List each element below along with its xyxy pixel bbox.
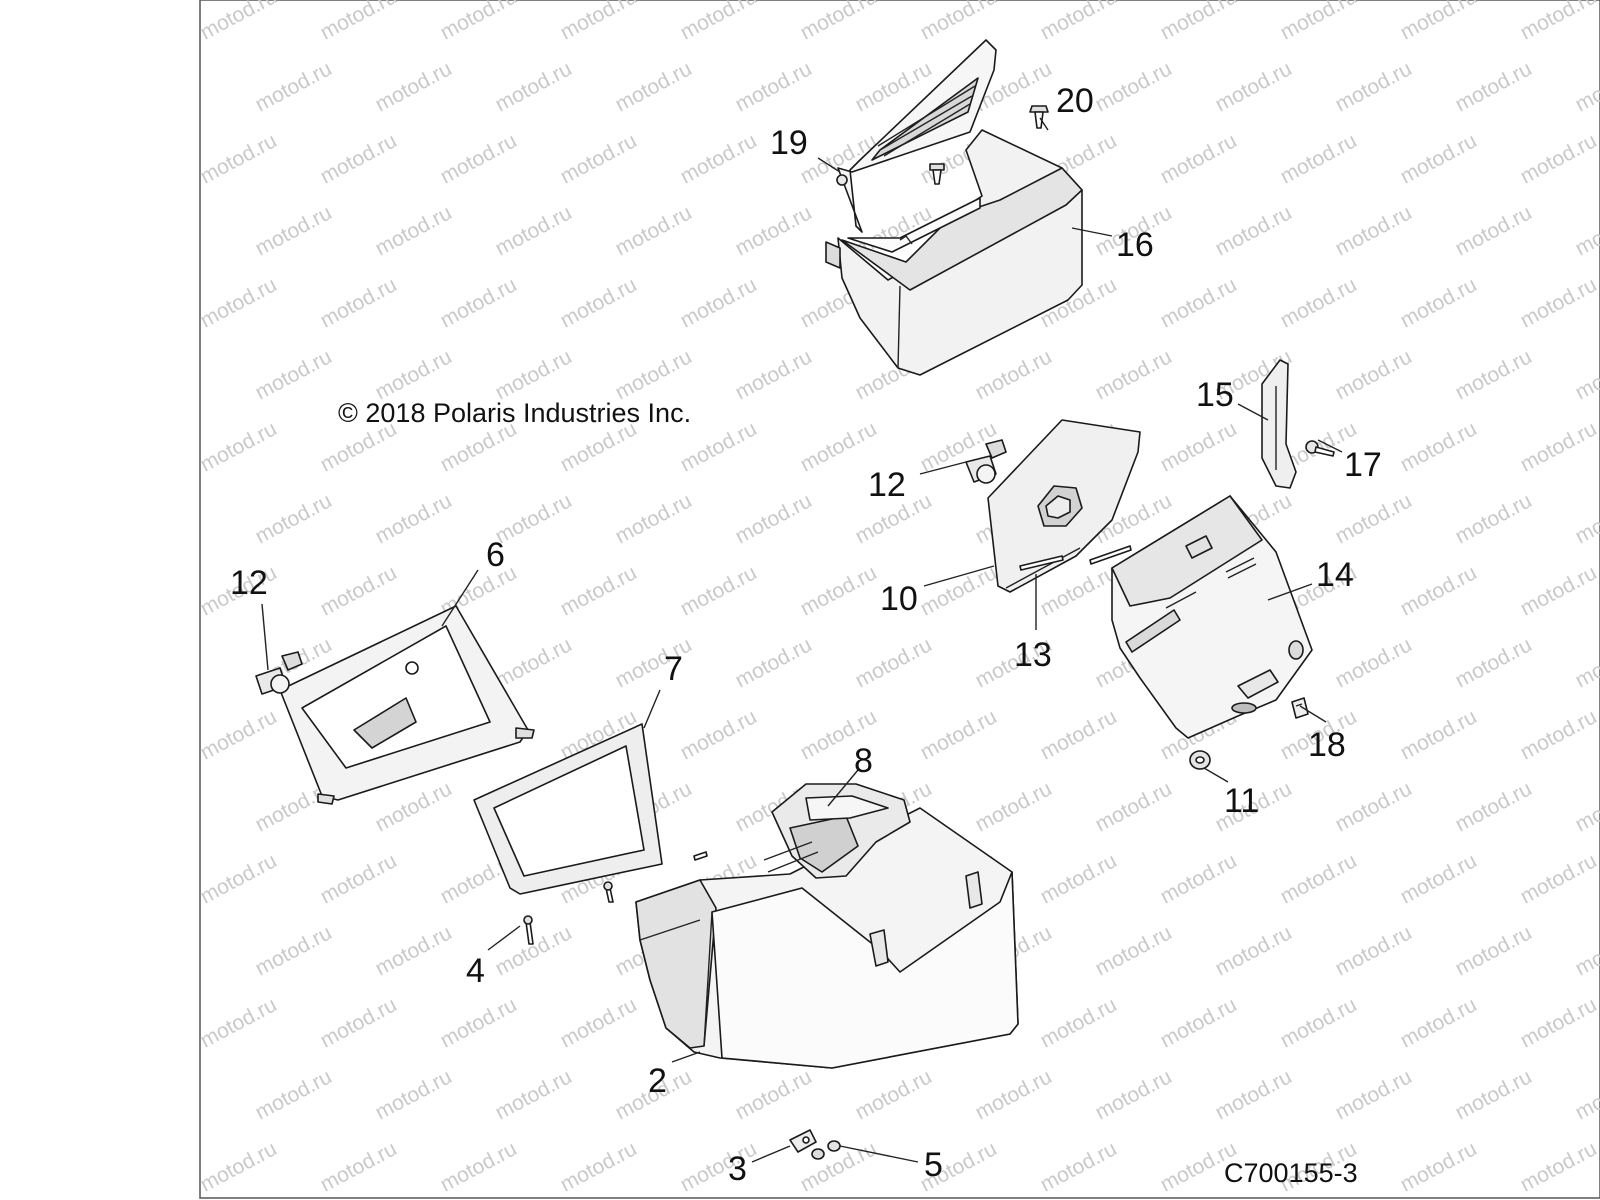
part-19-lid xyxy=(836,39,997,233)
callout-20: 20 xyxy=(1056,82,1094,120)
callout-4: 4 xyxy=(466,952,485,990)
callout-8: 8 xyxy=(854,742,873,780)
part-8-duct xyxy=(763,783,911,879)
callout-18: 18 xyxy=(1308,726,1346,764)
copyright-notice: © 2018 Polaris Industries Inc. xyxy=(338,398,691,428)
callout-14: 14 xyxy=(1316,556,1354,594)
callout-12-upper: 12 xyxy=(868,466,906,504)
callout-2: 2 xyxy=(648,1062,667,1100)
part-4-screws xyxy=(523,851,708,945)
fastener-bin xyxy=(929,163,945,185)
part-14-box xyxy=(1111,495,1313,739)
leader-lines xyxy=(261,117,1343,1163)
callout-15: 15 xyxy=(1196,376,1234,414)
part-2-housing xyxy=(635,807,1019,1069)
callout-5: 5 xyxy=(924,1146,943,1184)
callout-19: 19 xyxy=(770,124,808,162)
callout-11: 11 xyxy=(1224,782,1259,820)
callout-6: 6 xyxy=(486,536,505,574)
callout-3: 3 xyxy=(728,1150,747,1188)
callout-17: 17 xyxy=(1344,446,1382,484)
part-16-storage-bin xyxy=(825,129,1083,376)
callout-13: 13 xyxy=(1014,636,1052,674)
callout-labels: 20 19 16 15 17 12 10 13 14 18 11 6 12 7 … xyxy=(230,82,1382,1188)
part-12-latch-upper xyxy=(965,439,1007,484)
part-10-cover-plate xyxy=(987,419,1141,593)
figure-code: C700155-3 xyxy=(1224,1158,1358,1188)
part-12-latch-left xyxy=(255,651,303,695)
callout-7: 7 xyxy=(664,650,683,688)
part-15-bracket xyxy=(1261,359,1297,489)
callout-12-left: 12 xyxy=(230,564,268,602)
part-17-screw xyxy=(1305,440,1335,457)
part-6-cover-frame xyxy=(279,605,535,805)
part-18-clip xyxy=(1291,697,1309,719)
part-3-plate xyxy=(789,1129,825,1160)
part-5-nut xyxy=(827,1140,841,1152)
part-13-pins xyxy=(1019,545,1132,571)
part-7-gasket xyxy=(473,723,663,895)
callout-16: 16 xyxy=(1116,226,1154,264)
part-20-push-rivet xyxy=(1029,105,1049,129)
callout-10: 10 xyxy=(880,580,918,618)
part-11-grommet xyxy=(1189,750,1211,770)
